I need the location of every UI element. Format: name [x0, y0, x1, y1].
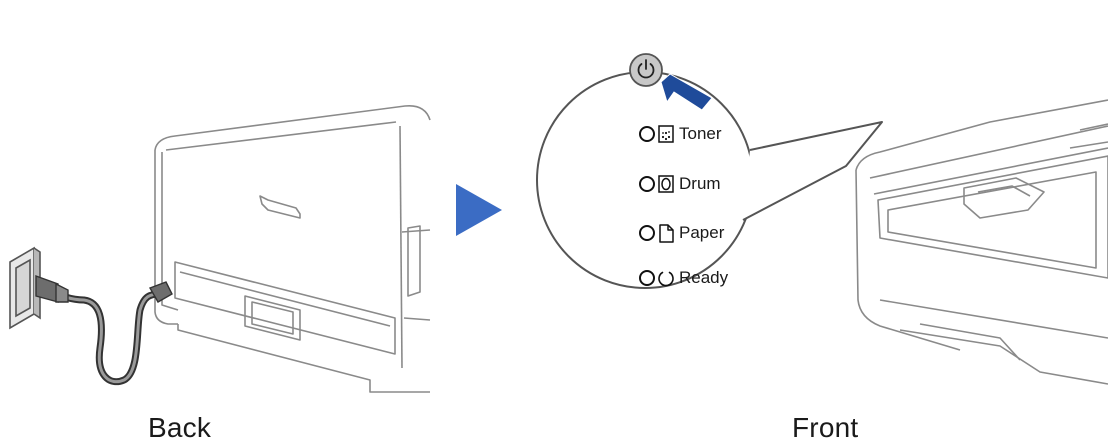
drum-label: Drum — [679, 174, 721, 193]
next-step-arrow — [456, 184, 502, 236]
back-caption: Back — [148, 412, 212, 443]
ready-led — [639, 270, 655, 286]
power-plug — [35, 275, 173, 303]
ready-icon — [658, 271, 674, 287]
toner-icon — [658, 125, 674, 143]
press-arrow-icon — [660, 73, 713, 111]
power-icon — [637, 59, 655, 79]
printer-back-view — [154, 104, 431, 393]
ready-label: Ready — [679, 268, 729, 287]
wall-outlet — [9, 246, 41, 330]
paper-icon — [659, 224, 674, 243]
drum-led — [639, 176, 655, 192]
front-caption: Front — [792, 412, 859, 443]
toner-led — [639, 126, 655, 142]
printer-front-view — [855, 99, 1108, 385]
power-cord — [38, 284, 164, 385]
indicator-leds — [639, 126, 655, 286]
paper-led — [639, 225, 655, 241]
power-button[interactable] — [629, 53, 663, 87]
drum-icon — [658, 175, 674, 193]
toner-label: Toner — [679, 124, 722, 143]
paper-label: Paper — [679, 223, 725, 242]
